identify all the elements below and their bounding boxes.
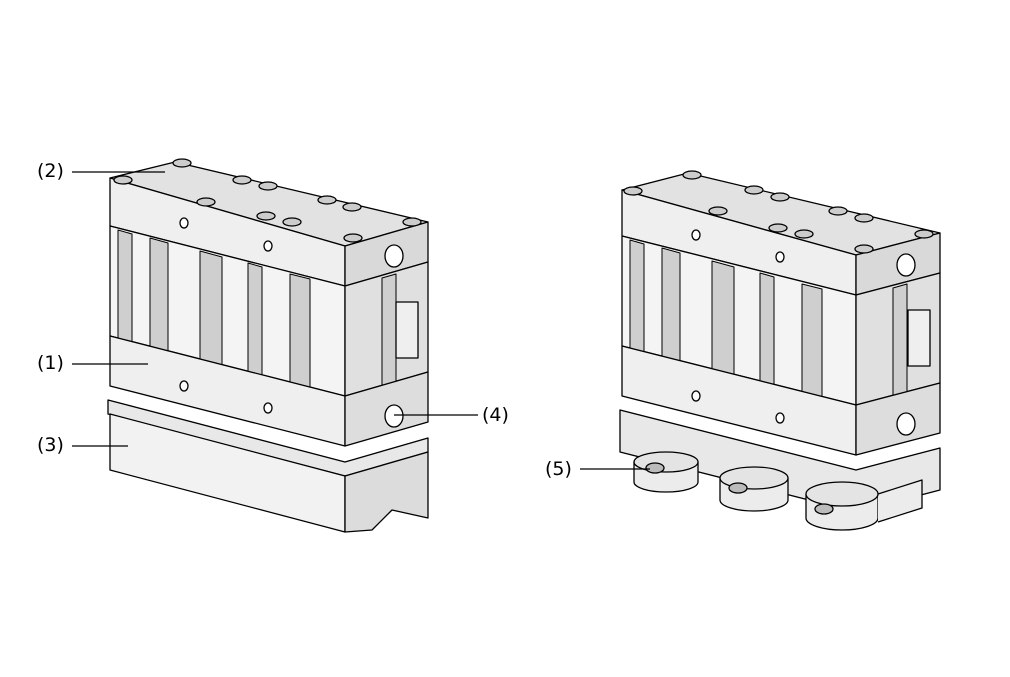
callout-2: (2): [37, 160, 64, 182]
right-slots: [629, 239, 908, 400]
right-side-window: [907, 309, 931, 367]
right-cylinders: [633, 451, 923, 531]
left-bottom-side: [344, 451, 429, 533]
callout-5: (5): [545, 458, 572, 480]
right-cylinder-ports: [645, 462, 834, 515]
left-module: [107, 158, 429, 533]
callout-1: (1): [37, 352, 64, 374]
leader-lines: [72, 171, 650, 470]
left-holes: [179, 217, 404, 428]
callout-4: (4): [482, 404, 509, 426]
callout-3: (3): [37, 434, 64, 456]
right-holes: [691, 229, 916, 436]
left-side-window: [395, 301, 419, 359]
left-top-screws: [113, 158, 422, 243]
right-top-screws: [623, 170, 934, 254]
left-slots: [117, 229, 397, 390]
right-module: [619, 170, 941, 531]
